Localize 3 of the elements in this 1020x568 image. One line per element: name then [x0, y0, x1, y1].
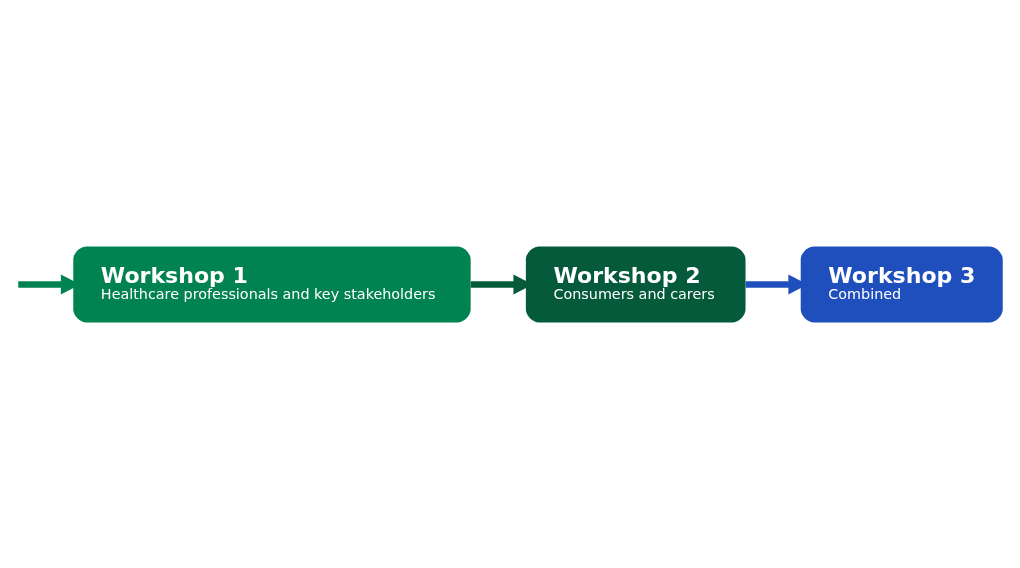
node-box: Workshop 2 Consumers and carers: [525, 245, 746, 323]
node-box: Workshop 1 Healthcare professionals and key stakeholders: [73, 245, 471, 323]
node-box: Workshop 3 Combined: [800, 245, 1003, 323]
